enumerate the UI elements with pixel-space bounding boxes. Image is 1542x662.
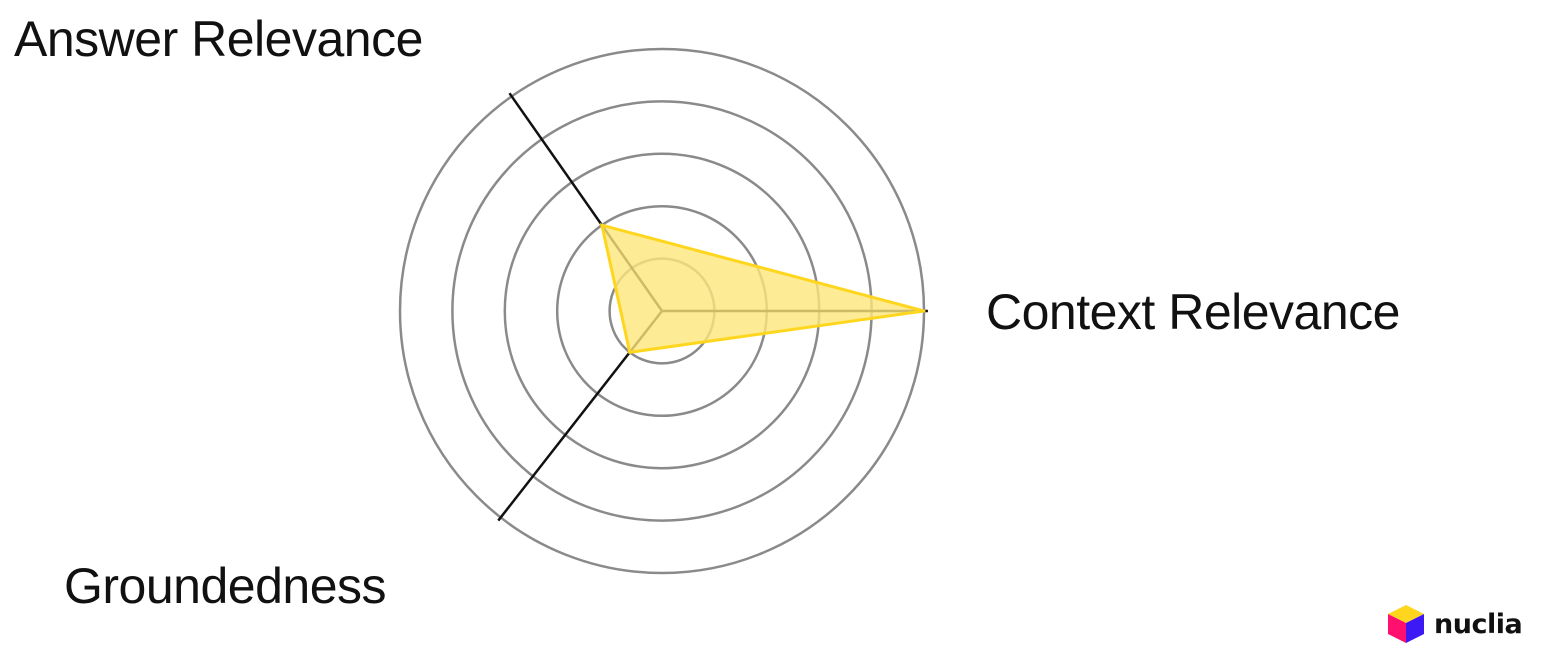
logo-text: nuclia [1434, 608, 1523, 640]
axis-label-answer-relevance: Answer Relevance [14, 11, 423, 67]
data-point [922, 309, 926, 313]
nuclia-logo: nuclia [1386, 603, 1523, 645]
cube-icon [1388, 605, 1424, 643]
series-polygon [599, 223, 925, 354]
axis-label-context-relevance: Context Relevance [986, 284, 1400, 340]
axis-label-groundedness: Groundedness [64, 558, 387, 614]
data-point [628, 350, 632, 354]
data-point [600, 223, 604, 227]
